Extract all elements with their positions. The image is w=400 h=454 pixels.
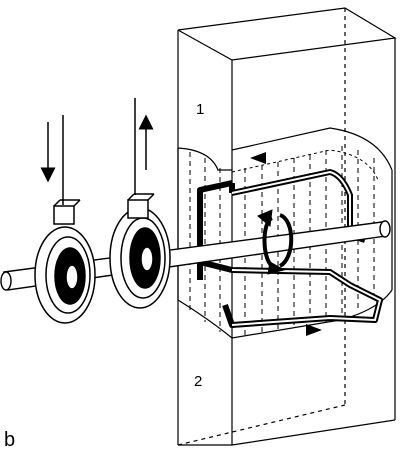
panel-label: b <box>4 429 15 451</box>
seal-disc-right <box>109 193 171 309</box>
outlet-arrow-up <box>134 98 154 195</box>
inlet-arrow-down <box>40 115 64 205</box>
zone-label-upper: 1 <box>196 101 204 118</box>
seal-disc-left <box>34 199 96 324</box>
rotation-arrow-icon <box>257 209 294 275</box>
zone-label-lower: 2 <box>194 373 202 390</box>
flow-arrow-icon <box>250 152 322 336</box>
flow-channel-inner <box>231 170 382 326</box>
